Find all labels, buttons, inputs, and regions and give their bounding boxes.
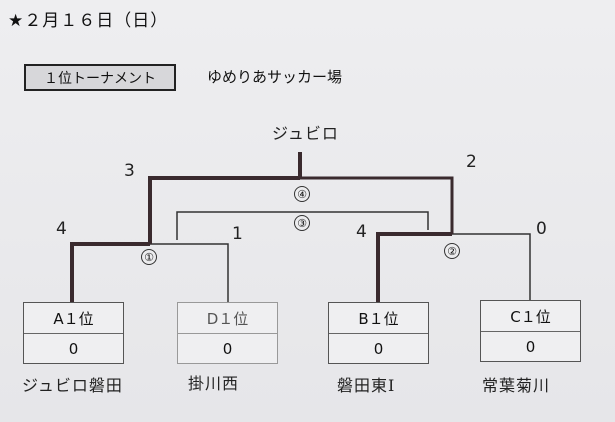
m1-right-line — [150, 243, 229, 302]
m4-right-score: 2 — [466, 152, 477, 172]
m1-left-score: 4 — [56, 219, 67, 239]
round-title-box: １位トーナメント — [24, 64, 176, 91]
m4-left-score: 3 — [124, 161, 135, 181]
team-a-handwritten: ジュビロ磐田 — [22, 376, 123, 395]
team-score: 0 — [525, 338, 536, 356]
team-box-a: A１位 0 — [23, 302, 124, 364]
m4-right-line — [300, 176, 454, 234]
m2-left-line — [376, 232, 452, 302]
team-box-d: D１位 0 — [177, 302, 278, 364]
m3-line — [176, 211, 429, 240]
tournament-date: ★２月１６日（日） — [8, 11, 169, 31]
team-box-b: B１位 0 — [328, 302, 429, 364]
match-4-marker: ④ — [294, 186, 310, 202]
m4-left-line — [148, 176, 300, 244]
team-d-handwritten: 掛川西 — [188, 374, 240, 393]
m2-right-line — [452, 233, 531, 300]
team-seed: D１位 — [178, 303, 277, 334]
venue-label: ゆめりあサッカー場 — [207, 68, 343, 86]
m2-right-score: 0 — [536, 219, 547, 239]
team-c-handwritten: 常葉菊川 — [482, 376, 551, 395]
round-title: １位トーナメント — [44, 70, 156, 87]
team-seed: B１位 — [329, 303, 428, 334]
match-3-marker: ③ — [294, 215, 310, 231]
match-2-marker: ② — [444, 243, 460, 259]
team-b-handwritten: 磐田東Ⅰ — [337, 376, 396, 395]
team-score: 0 — [373, 340, 384, 358]
team-score: 0 — [222, 340, 233, 358]
team-seed: A１位 — [24, 303, 123, 334]
team-score: 0 — [68, 340, 79, 358]
team-seed: C１位 — [481, 301, 580, 332]
match-1-marker: ① — [141, 249, 157, 265]
m1-right-score: 1 — [232, 224, 243, 244]
champion-note: ジュビロ — [272, 124, 339, 143]
m1-left-line — [70, 242, 150, 302]
m2-left-score: 4 — [356, 222, 367, 242]
team-box-c: C１位 0 — [480, 300, 581, 362]
